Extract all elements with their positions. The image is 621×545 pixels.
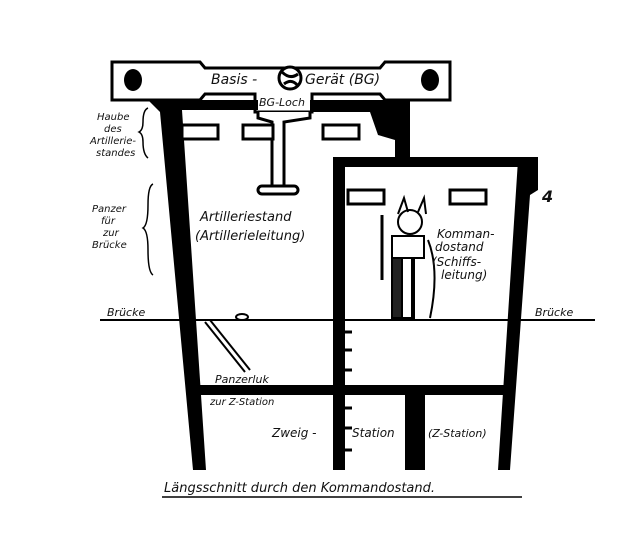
label-haube: Haube des Artillerie- standes [89, 107, 149, 159]
label-kommandostand: Komman- dostand (Schiffs- leitung) [432, 227, 494, 282]
svg-text:dostand: dostand [435, 240, 484, 254]
label-artilleriestand: Artilleriestand [199, 210, 292, 225]
artillery-stand-walls [148, 100, 410, 470]
label-bruecke-left: Brücke [107, 306, 145, 319]
label-zweig: Zweig - [271, 426, 317, 440]
label-marker: 4 [541, 187, 553, 206]
svg-text:standes: standes [96, 148, 135, 159]
floors [100, 319, 595, 395]
svg-text:(Schiffs-: (Schiffs- [432, 255, 481, 269]
lens-right-icon [421, 69, 439, 91]
svg-text:Brücke: Brücke [92, 240, 127, 251]
officer-figure [380, 194, 436, 319]
svg-text:Komman-: Komman- [437, 227, 494, 241]
rangefinder-bg [110, 60, 452, 114]
svg-text:für: für [101, 216, 116, 227]
label-basis: Basis - [211, 72, 257, 88]
svg-text:des: des [104, 124, 122, 135]
label-z-station: (Z-Station) [428, 427, 487, 440]
label-panzer: Panzer für zur Brücke [92, 183, 154, 276]
label-panzerluk: Panzerluk [215, 373, 269, 386]
armored-hatch [204, 313, 251, 373]
diagram-title: Längsschnitt durch den Kommandostand. [164, 481, 435, 496]
label-zur-station: zur Z-Station [209, 397, 274, 408]
label-geraet: Gerät (BG) [305, 72, 380, 88]
label-artillerieleitung: (Artillerieleitung) [195, 229, 305, 244]
vision-slits [180, 123, 488, 206]
label-bruecke-right: Brücke [535, 306, 573, 319]
ladder [345, 330, 352, 452]
lens-left-icon [124, 69, 142, 91]
svg-text:Artillerie-: Artillerie- [89, 136, 136, 147]
periscope-tube [256, 112, 312, 196]
svg-text:zur: zur [102, 228, 120, 239]
label-station: Station [352, 426, 395, 440]
label-bg-loch: BG-Loch [259, 96, 305, 109]
svg-text:leitung): leitung) [441, 268, 487, 282]
svg-text:Haube: Haube [97, 112, 130, 123]
svg-text:Panzer: Panzer [92, 204, 127, 215]
